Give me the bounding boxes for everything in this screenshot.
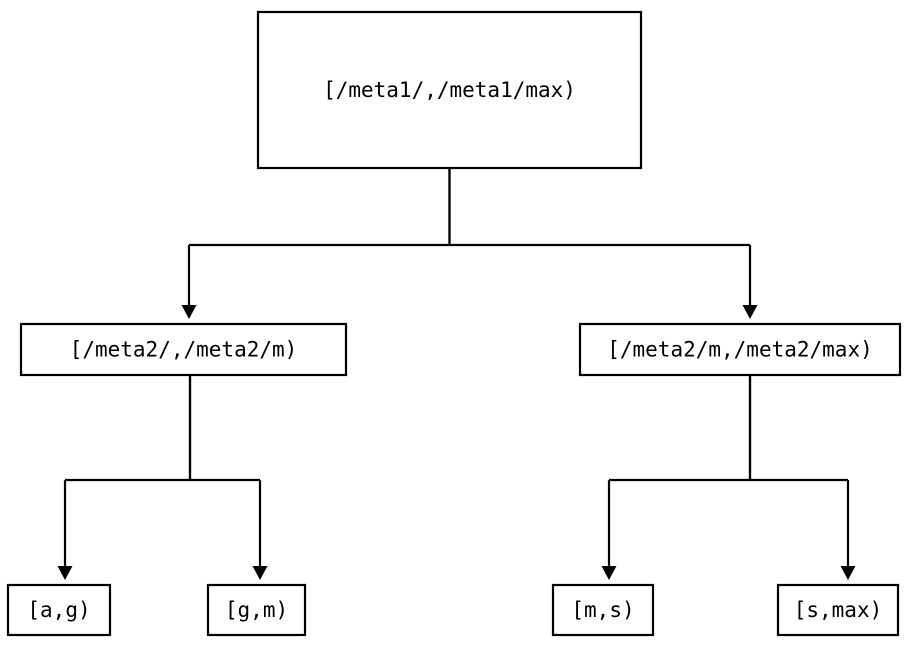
edge-root-mid-right xyxy=(448,168,758,319)
node-mid-right[interactable]: [/meta2/m,/meta2/max) xyxy=(578,322,902,377)
edge-root-mid-right-arrowhead xyxy=(742,305,758,319)
node-mid-left-label: [/meta2/,/meta2/m) xyxy=(70,338,298,362)
node-leaf-gm-label: [g,m) xyxy=(225,598,288,622)
node-leaf-ag-label: [a,g) xyxy=(27,598,90,622)
node-mid-left-box[interactable] xyxy=(19,322,348,377)
edge-midleft-gm-arrowhead xyxy=(252,566,268,580)
edge-midright-ms-arrowhead xyxy=(601,566,617,580)
edge-layer xyxy=(57,168,856,580)
node-root-box[interactable] xyxy=(256,10,643,170)
node-leaf-ag-box[interactable] xyxy=(6,583,112,637)
node-leaf-gm-box[interactable] xyxy=(206,583,307,637)
edge-midright-smax-arrowhead xyxy=(840,566,856,580)
node-mid-right-box[interactable] xyxy=(578,322,902,377)
edge-midleft-ag xyxy=(57,375,192,580)
edge-root-mid-left xyxy=(181,168,451,319)
node-root[interactable]: [/meta1/,/meta1/max) xyxy=(256,10,643,170)
node-leaf-ag[interactable]: [a,g) xyxy=(6,583,112,637)
node-leaf-ms[interactable]: [m,s) xyxy=(551,583,655,637)
node-leaf-gm[interactable]: [g,m) xyxy=(206,583,307,637)
edge-midright-smax xyxy=(748,375,856,580)
node-leaf-ms-box[interactable] xyxy=(551,583,655,637)
edge-midleft-gm xyxy=(188,375,268,580)
node-mid-left[interactable]: [/meta2/,/meta2/m) xyxy=(19,322,348,377)
node-leaf-smax-label: [s,max) xyxy=(794,598,883,622)
edge-midleft-ag-arrowhead xyxy=(57,566,73,580)
node-leaf-smax[interactable]: [s,max) xyxy=(776,583,900,637)
edge-midright-ms xyxy=(601,375,752,580)
node-layer: [/meta1/,/meta1/max) [/meta2/,/meta2/m) [/… xyxy=(6,10,902,637)
node-mid-right-label: [/meta2/m,/meta2/max) xyxy=(607,338,873,362)
edge-root-mid-left-arrowhead xyxy=(181,305,197,319)
node-leaf-ms-label: [m,s) xyxy=(571,598,634,622)
node-root-label: [/meta1/,/meta1/max) xyxy=(323,78,576,102)
node-leaf-smax-box[interactable] xyxy=(776,583,900,637)
